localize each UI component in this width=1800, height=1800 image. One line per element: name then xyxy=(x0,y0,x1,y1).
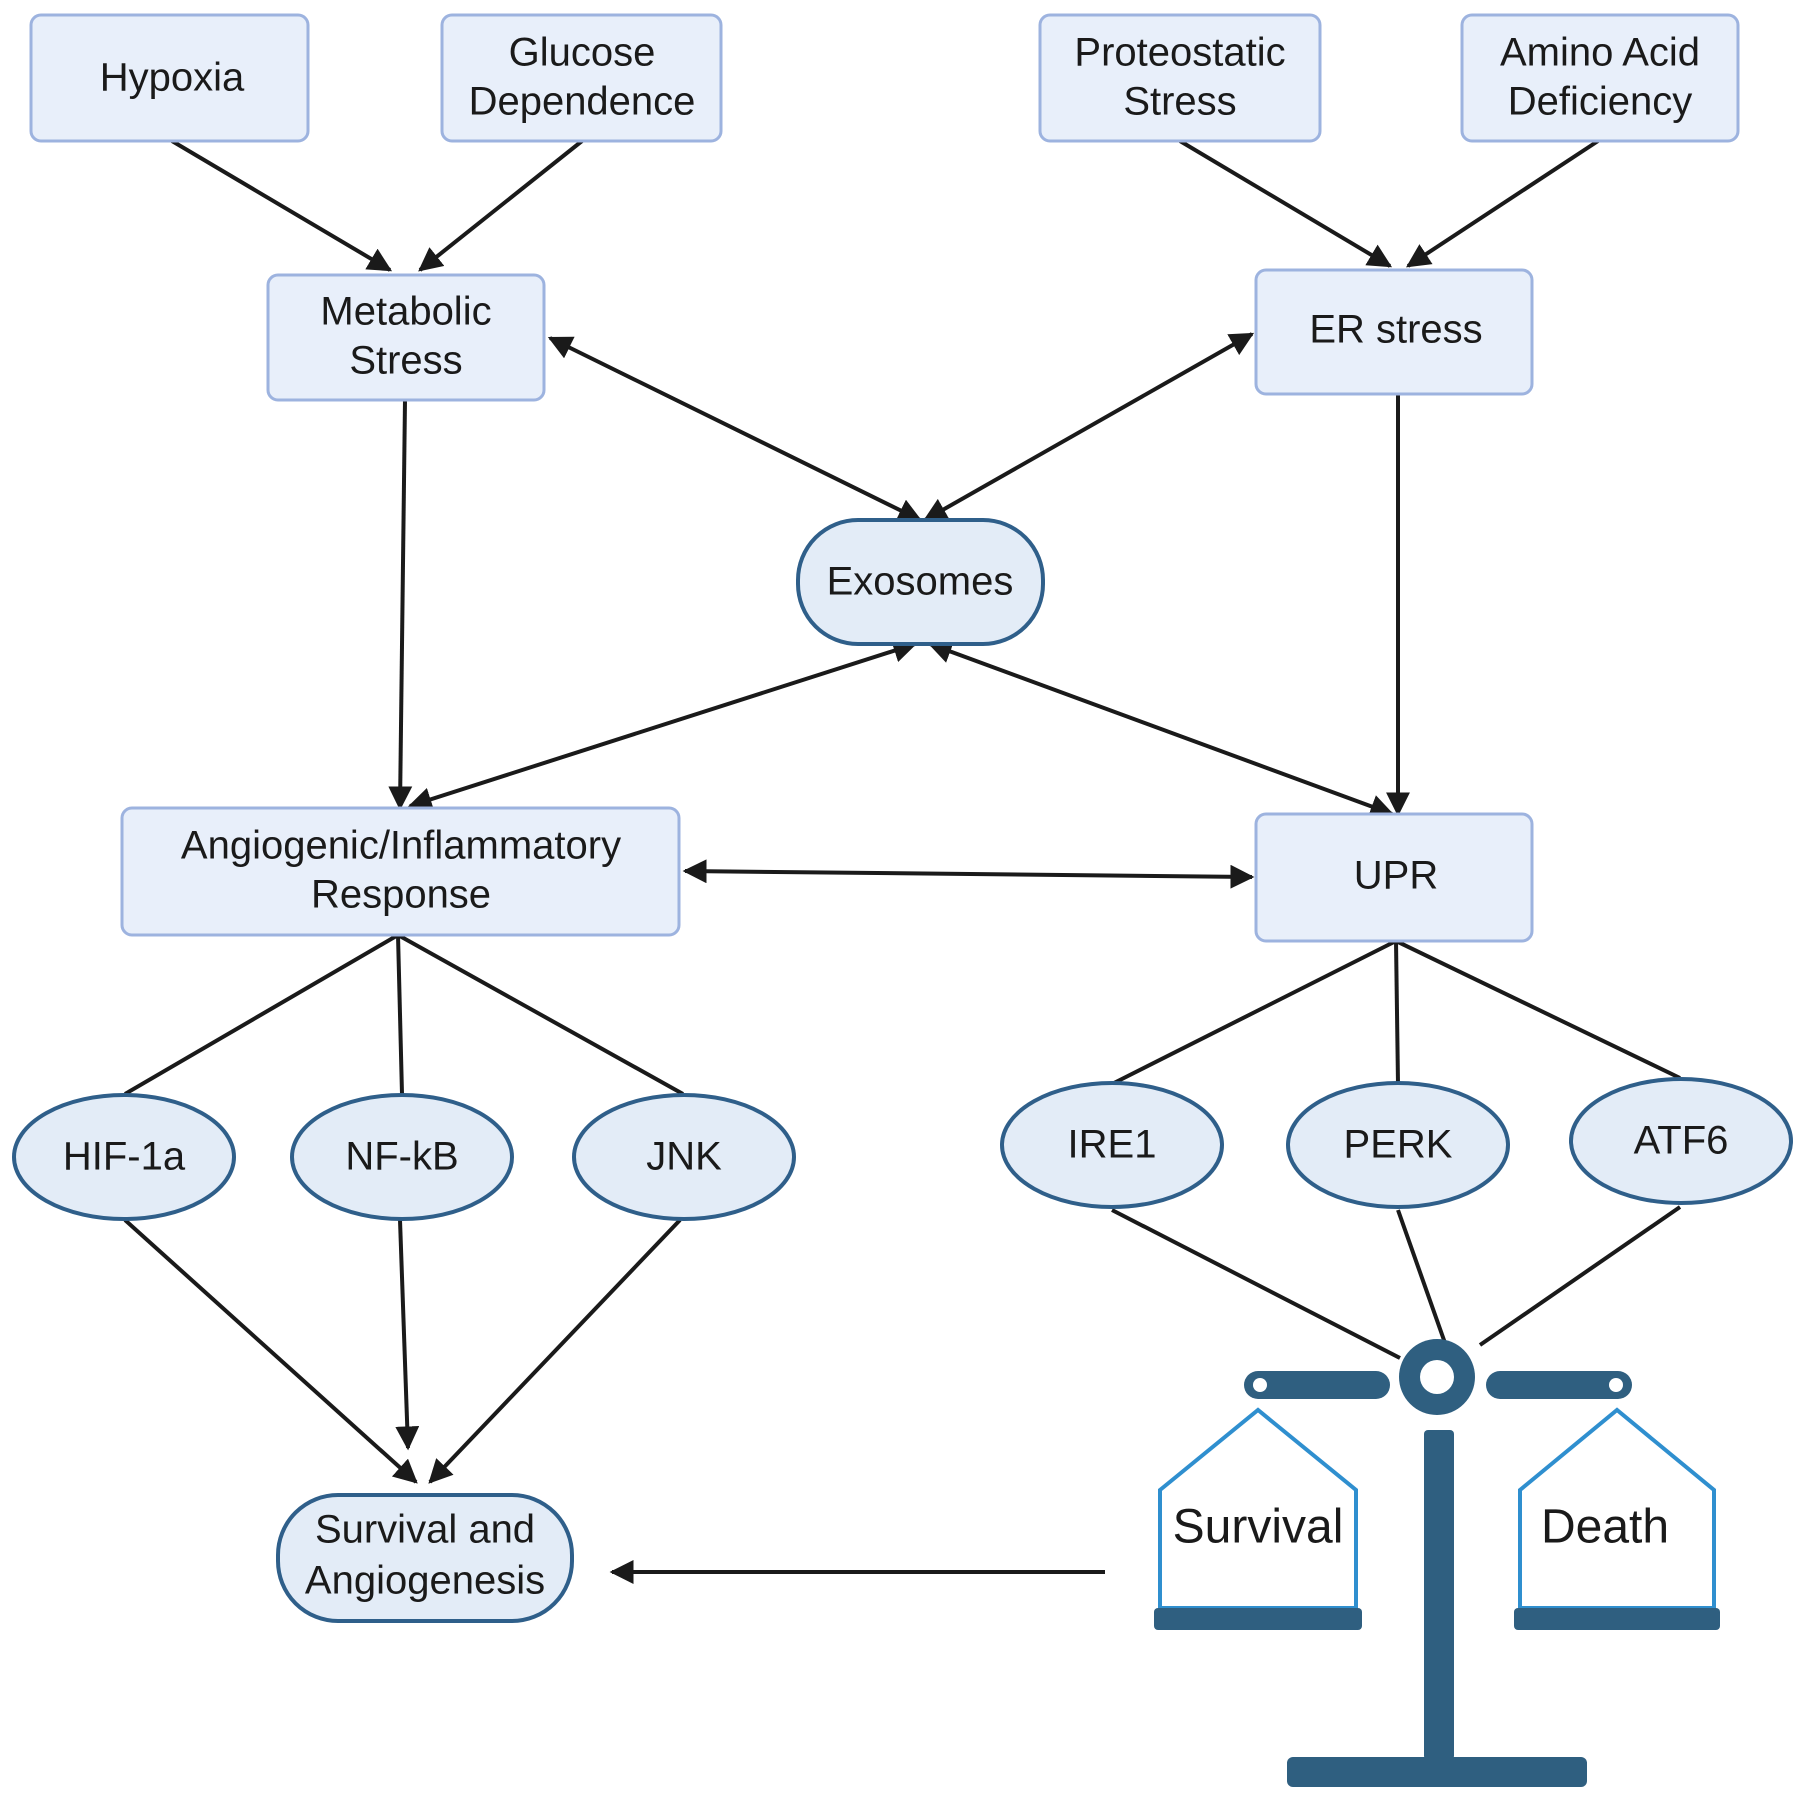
node-amino-label-line1: Amino Acid xyxy=(1500,31,1700,75)
node-hif-label: HIF-1a xyxy=(63,1135,186,1179)
node-nfkb-label: NF-kB xyxy=(345,1135,458,1179)
node-upr: UPR xyxy=(1254,812,1534,943)
node-amino-label-line2: Deficiency xyxy=(1508,80,1693,124)
node-atf6: ATF6 xyxy=(1569,1077,1793,1205)
arrow-jnk-to-survival xyxy=(428,1218,682,1484)
node-atf6-label: ATF6 xyxy=(1634,1119,1729,1163)
node-survival-and-angiogenesis: Survival and Angiogenesis xyxy=(276,1493,574,1623)
arrow-amino-to-er xyxy=(1405,139,1600,268)
node-glucose-label-line1: Glucose xyxy=(509,31,656,75)
node-glucose-dependence: Glucose Dependence xyxy=(440,13,723,143)
arrow-exosomes-upr xyxy=(927,640,1395,818)
node-er-stress-label: ER stress xyxy=(1309,308,1482,352)
node-proteostatic-label-line1: Proteostatic xyxy=(1074,31,1285,75)
scale-pan-survival-label: Survival xyxy=(1173,1501,1344,1554)
node-angiogenic-inflammatory-response: Angiogenic/Inflammatory Response xyxy=(120,806,681,937)
line-perk-to-scale xyxy=(1396,1209,1447,1344)
node-glucose-label-line2: Dependence xyxy=(469,80,696,124)
line-angiogenic-jnk xyxy=(397,933,684,1096)
arrow-nfkb-to-survival xyxy=(395,1219,420,1451)
line-atf6-to-scale xyxy=(1478,1205,1682,1347)
node-perk-label: PERK xyxy=(1344,1123,1453,1167)
node-nf-kb: NF-kB xyxy=(290,1093,514,1221)
node-proteostatic-label-line2: Stress xyxy=(1123,80,1236,124)
node-metabolic-label-line1: Metabolic xyxy=(320,290,491,334)
arrow-metabolic-exosomes xyxy=(547,336,923,522)
node-metabolic-stress: Metabolic Stress xyxy=(266,273,546,402)
node-jnk: JNK xyxy=(572,1093,796,1221)
node-metabolic-label-line2: Stress xyxy=(349,339,462,383)
scale-pan-death: Death xyxy=(1514,1407,1720,1630)
line-upr-ire1 xyxy=(1111,939,1397,1086)
arrow-hif-to-survival xyxy=(123,1218,418,1484)
node-exosomes: Exosomes xyxy=(796,518,1045,646)
node-exosomes-label: Exosomes xyxy=(827,560,1014,604)
node-angiogenic-label-line2: Response xyxy=(311,873,491,917)
scale-pan-death-label: Death xyxy=(1541,1501,1669,1554)
node-hypoxia: Hypoxia xyxy=(29,13,310,143)
scale-beam-right-hole xyxy=(1609,1378,1623,1392)
node-jnk-label: JNK xyxy=(646,1135,722,1179)
node-survival-angio-label-line1: Survival and xyxy=(315,1508,535,1552)
node-perk: PERK xyxy=(1286,1081,1510,1209)
scale-base xyxy=(1287,1757,1587,1787)
arrow-er-exosomes xyxy=(922,332,1255,522)
balance-scale-icon: Survival Death xyxy=(1154,1339,1720,1787)
line-angiogenic-hif xyxy=(123,933,400,1096)
scale-pan-survival: Survival xyxy=(1154,1407,1362,1630)
edges xyxy=(123,139,1682,1584)
arrow-angiogenic-exosomes xyxy=(407,639,918,811)
arrow-angiogenic-upr xyxy=(682,859,1255,889)
scale-beam-left-hole xyxy=(1253,1378,1267,1392)
node-ire1-label: IRE1 xyxy=(1068,1123,1157,1167)
node-hypoxia-label: Hypoxia xyxy=(100,56,245,100)
node-upr-label: UPR xyxy=(1354,854,1438,898)
line-upr-perk xyxy=(1394,940,1400,1085)
arrow-metabolic-to-angiogenic xyxy=(388,399,413,811)
node-ire1: IRE1 xyxy=(1000,1081,1224,1209)
scale-pole xyxy=(1424,1430,1454,1760)
arrow-hypoxia-to-metabolic xyxy=(170,139,393,272)
node-survival-angio-label-line2: Angiogenesis xyxy=(305,1559,545,1603)
scale-beam-right xyxy=(1486,1371,1632,1399)
scale-pivot-hole xyxy=(1420,1360,1454,1394)
arrow-glucose-to-metabolic xyxy=(418,139,584,272)
node-amino-acid-deficiency: Amino Acid Deficiency xyxy=(1460,13,1740,143)
line-angiogenic-nfkb xyxy=(396,934,404,1095)
scale-beam-left xyxy=(1244,1371,1390,1399)
node-hif-1a: HIF-1a xyxy=(12,1093,236,1221)
line-upr-atf6 xyxy=(1395,939,1681,1080)
node-proteostatic-stress: Proteostatic Stress xyxy=(1038,13,1322,143)
node-er-stress: ER stress xyxy=(1254,268,1534,396)
node-angiogenic-label-line1: Angiogenic/Inflammatory xyxy=(181,824,621,868)
line-ire1-to-scale xyxy=(1111,1208,1401,1360)
arrow-proteostatic-to-er xyxy=(1178,139,1393,268)
